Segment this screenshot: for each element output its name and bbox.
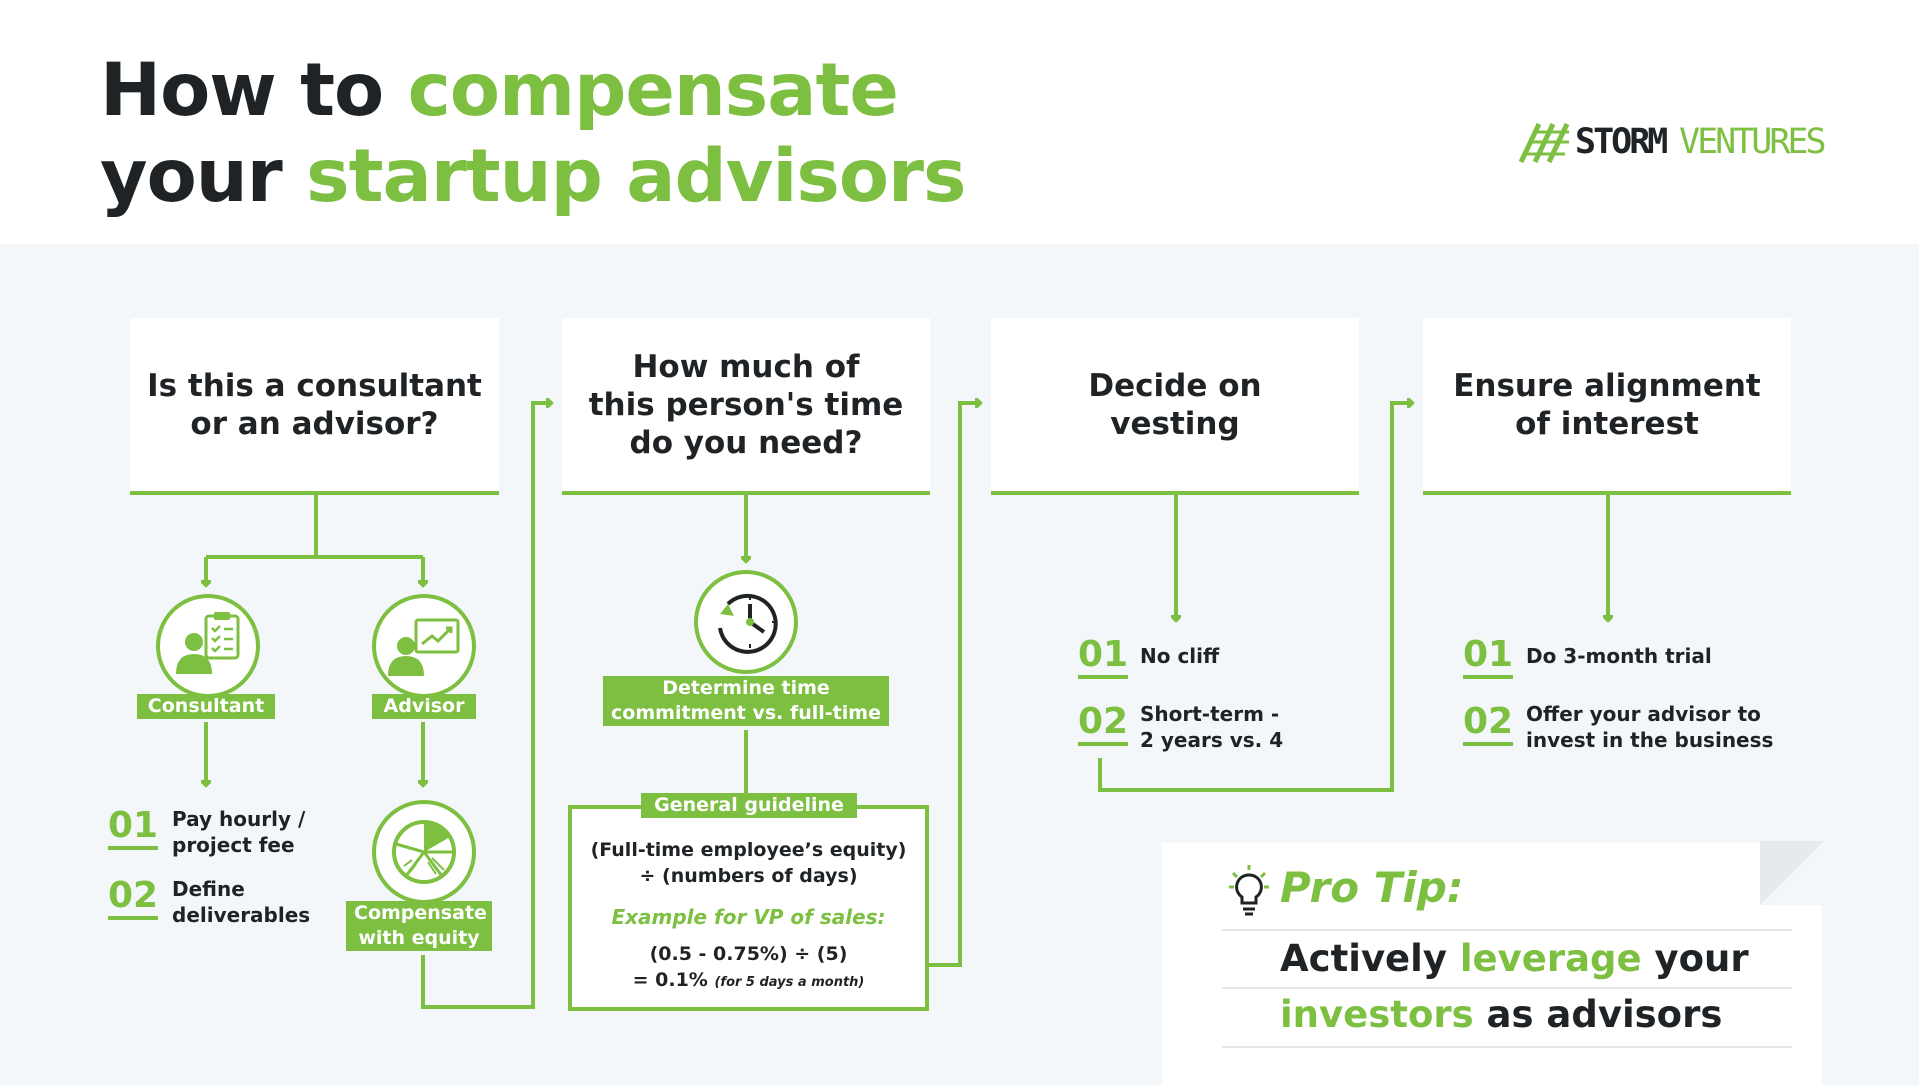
consultant-item-2-text: Define deliverables (172, 877, 311, 927)
guideline-calc-2: = 0.1% (for 5 days a month) (572, 969, 925, 991)
advisor-label: Advisor (372, 694, 476, 719)
lightbulb-icon (1229, 865, 1269, 916)
title-line-1-green: compensate (407, 48, 899, 133)
tip-line-2-a: investors (1280, 993, 1474, 1036)
clipboard-person-icon (176, 612, 240, 674)
page-fold (1760, 841, 1824, 905)
title-line-2-dark: your (100, 134, 307, 219)
connector-1-to-2 (421, 403, 551, 1009)
vesting-item-2-num: 02 (1078, 704, 1129, 746)
step-vesting: Decide on vesting (991, 318, 1359, 491)
guideline-calc-1: (0.5 - 0.75%) ÷ (5) (649, 943, 848, 965)
title-line-1: How to compensate (100, 48, 965, 134)
tip-rule (1222, 929, 1792, 931)
clock-icon (718, 593, 778, 654)
alignment-item-2-text: Offer your advisor to invest in the busi… (1526, 702, 1774, 752)
tip-line-1-b: leverage (1459, 937, 1642, 980)
step-time-needed: How much of this person's time do you ne… (562, 318, 930, 491)
guideline-example-title: Example for VP of sales: (611, 905, 886, 929)
time-circle (694, 570, 798, 674)
guideline-result: = 0.1% (632, 969, 708, 991)
tip-line-1: Actively leverage your (1280, 937, 1749, 980)
guideline-header: General guideline (641, 793, 857, 818)
logo-storm-text: STORM (1575, 122, 1668, 162)
compensate-equity-label: Compensate with equity (346, 901, 492, 951)
connector-2-to-3 (925, 403, 980, 967)
guideline-result-note: (for 5 days a month) (714, 975, 865, 990)
connector-3-to-4 (1098, 403, 1412, 792)
step-3-label: Decide on vesting (1088, 367, 1262, 442)
page-title: How to compensate your startup advisors (100, 48, 966, 220)
alignment-item-1-num: 01 (1463, 637, 1514, 679)
step-1-label: Is this a consultant or an advisor? (147, 367, 482, 442)
consultant-item-2-num: 02 (108, 878, 159, 920)
equity-circle (372, 800, 476, 904)
tip-line-2-b: as advisors (1473, 993, 1723, 1036)
tip-rule (1222, 1046, 1792, 1048)
guideline-formula: (Full-time employee’s equity) ÷ (numbers… (590, 839, 907, 887)
alignment-item-2-num: 02 (1463, 704, 1514, 746)
tip-rule (1222, 987, 1792, 989)
vesting-item-1-text: No cliff (1140, 644, 1220, 668)
storm-ventures-logo: STORM VENTURES (1518, 120, 1829, 166)
alignment-item-1-text: Do 3-month trial (1526, 644, 1712, 668)
storm-logo-icon (1518, 122, 1570, 164)
step-4-label: Ensure alignment of interest (1453, 367, 1761, 442)
general-guideline-box: General guideline (Full-time employee’s … (568, 793, 929, 1011)
pie-chart-icon (392, 820, 456, 884)
vesting-item-1-num: 01 (1078, 637, 1129, 679)
tip-line-1-c: your (1641, 937, 1749, 980)
consultant-item-1-num: 01 (108, 808, 159, 850)
advisor-circle (372, 594, 476, 698)
title-line-2-green: startup advisors (306, 134, 966, 219)
tip-line-2: investors as advisors (1280, 993, 1722, 1036)
consultant-circle (156, 594, 260, 698)
title-line-1-dark: How to (100, 48, 408, 133)
tip-line-1-a: Actively (1280, 937, 1460, 980)
presentation-person-icon (388, 618, 460, 676)
consultant-item-1-text: Pay hourly / project fee (172, 807, 306, 857)
pro-tip-title: Pro Tip: (1280, 863, 1464, 912)
time-commitment-label: Determine time commitment vs. full-time (603, 676, 889, 726)
pro-tip-card: Pro Tip: Actively leverage your investor… (1162, 841, 1824, 1085)
vesting-item-2-text: Short-term - 2 years vs. 4 (1140, 702, 1284, 752)
logo-ventures-text: VENTURES (1679, 122, 1827, 162)
step-alignment: Ensure alignment of interest (1423, 318, 1791, 491)
step-consultant-or-advisor: Is this a consultant or an advisor? (130, 318, 499, 491)
step-2-label: How much of this person's time do you ne… (588, 348, 904, 461)
consultant-label: Consultant (137, 694, 275, 719)
split-connector (206, 495, 423, 559)
title-line-2: your startup advisors (100, 134, 966, 220)
